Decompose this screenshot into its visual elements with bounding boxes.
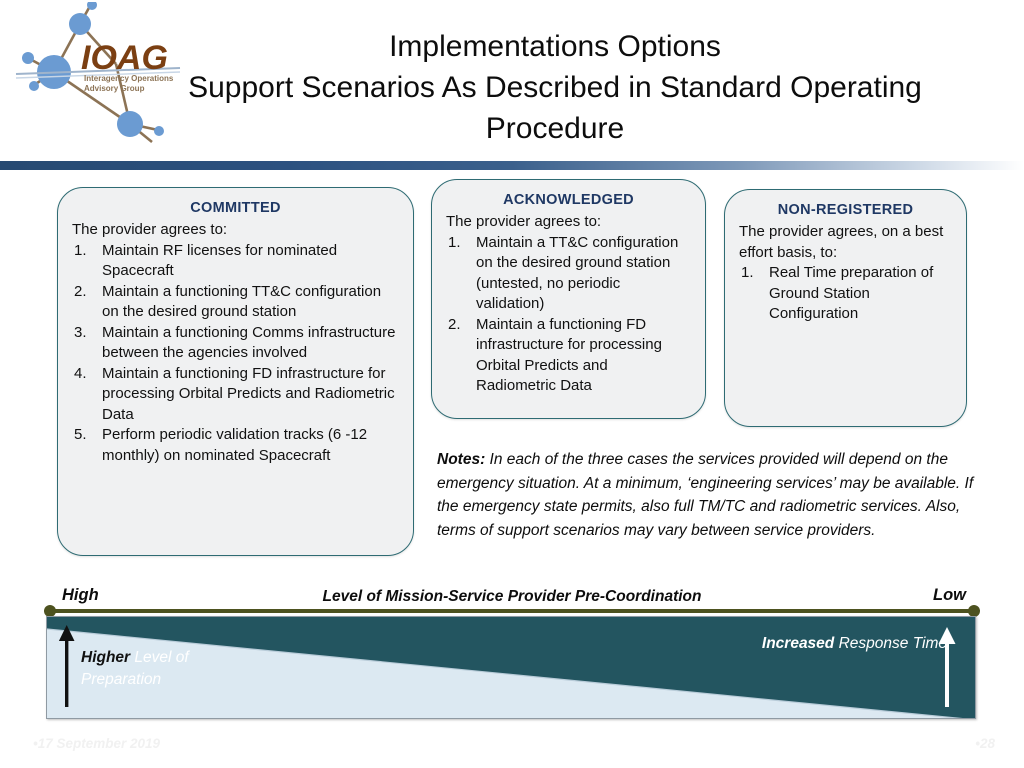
card-acknowledged: ACKNOWLEDGED The provider agrees to: Mai… bbox=[431, 179, 706, 419]
list-item: Maintain a functioning TT&C configuratio… bbox=[74, 282, 382, 321]
axis-endpoint-right-dot bbox=[968, 605, 980, 617]
left-preparation-label-rest: Level of Preparation bbox=[81, 649, 189, 688]
right-response-time-label-rest: Response Time bbox=[834, 635, 947, 652]
slide-title-line-1: Implementations Options bbox=[389, 30, 721, 63]
card-non-registered: NON-REGISTERED The provider agrees, on a… bbox=[724, 189, 967, 427]
notes-text: In each of the three cases the services … bbox=[437, 451, 974, 539]
notes-label: Notes: bbox=[437, 451, 486, 468]
axis-endpoint-left-dot bbox=[44, 605, 56, 617]
card-committed: COMMITTED The provider agrees to: Mainta… bbox=[57, 187, 414, 556]
list-item: Maintain a functioning Comms infrastruct… bbox=[74, 323, 396, 362]
slide-title-line-2: Support Scenarios As Described in Standa… bbox=[188, 71, 922, 104]
card-non-registered-title: NON-REGISTERED bbox=[777, 202, 914, 218]
list-item: Maintain a functioning FD infrastructure… bbox=[448, 315, 662, 395]
card-acknowledged-title: ACKNOWLEDGED bbox=[503, 192, 634, 208]
logo-subtitle-line1: Interagency Operations bbox=[84, 74, 174, 83]
slide-title-line-3: Procedure bbox=[485, 112, 625, 145]
axis-title: Level of Mission-Service Provider Pre-Co… bbox=[322, 588, 702, 605]
ioag-logo: IOAG Interagency Operations Advisory Gro… bbox=[8, 0, 188, 152]
card-non-registered-list: Real Time preparation of Ground Station … bbox=[739, 263, 952, 325]
card-acknowledged-list: Maintain a TT&C configuration on the des… bbox=[446, 233, 691, 397]
wedge-panel: Higher Level of Preparation Increased Re… bbox=[46, 616, 976, 719]
list-item: Maintain a functioning FD infrastructure… bbox=[74, 364, 395, 423]
card-non-registered-lead: The provider agrees, on a best effort ba… bbox=[739, 223, 944, 261]
axis-label-low: Low bbox=[933, 586, 966, 604]
left-preparation-label: Higher Level of Preparation bbox=[81, 647, 251, 691]
notes-block: Notes: In each of the three cases the se… bbox=[437, 448, 977, 542]
slide-title: Implementations Options Support Scenario… bbox=[175, 26, 935, 149]
left-up-arrow bbox=[58, 625, 75, 707]
card-committed-list: Maintain RF licenses for nominated Space… bbox=[72, 241, 399, 467]
footer-page-number: •28 bbox=[975, 736, 995, 751]
pre-coordination-diagram: Level of Mission-Service Provider Pre-Co… bbox=[38, 586, 986, 731]
axis-label-high: High bbox=[62, 586, 99, 604]
list-item: Real Time preparation of Ground Station … bbox=[741, 263, 934, 322]
logo-subtitle-line2: Advisory Group bbox=[84, 84, 145, 93]
right-response-time-label-strong: Increased bbox=[761, 635, 835, 652]
right-up-arrow bbox=[938, 627, 956, 707]
card-acknowledged-lead: The provider agrees to: bbox=[446, 213, 602, 230]
list-item: Maintain a TT&C configuration on the des… bbox=[448, 233, 679, 313]
footer-date: •17 September 2019 bbox=[33, 736, 161, 751]
logo-wordmark: IOAG bbox=[81, 39, 168, 77]
card-committed-title: COMMITTED bbox=[190, 200, 281, 216]
list-item: Maintain RF licenses for nominated Space… bbox=[74, 241, 338, 280]
wedge-graphic bbox=[47, 617, 975, 718]
ioag-logo-graphic: IOAG Interagency Operations Advisory Gro… bbox=[15, 0, 181, 144]
card-committed-lead: The provider agrees to: bbox=[72, 221, 228, 238]
left-preparation-label-strong: Higher bbox=[81, 649, 131, 666]
right-response-time-label: Increased Response Time bbox=[762, 635, 947, 653]
axis-line bbox=[48, 609, 976, 613]
list-item: Perform periodic validation tracks (6 -1… bbox=[74, 425, 368, 464]
header-divider-band bbox=[0, 161, 1024, 170]
